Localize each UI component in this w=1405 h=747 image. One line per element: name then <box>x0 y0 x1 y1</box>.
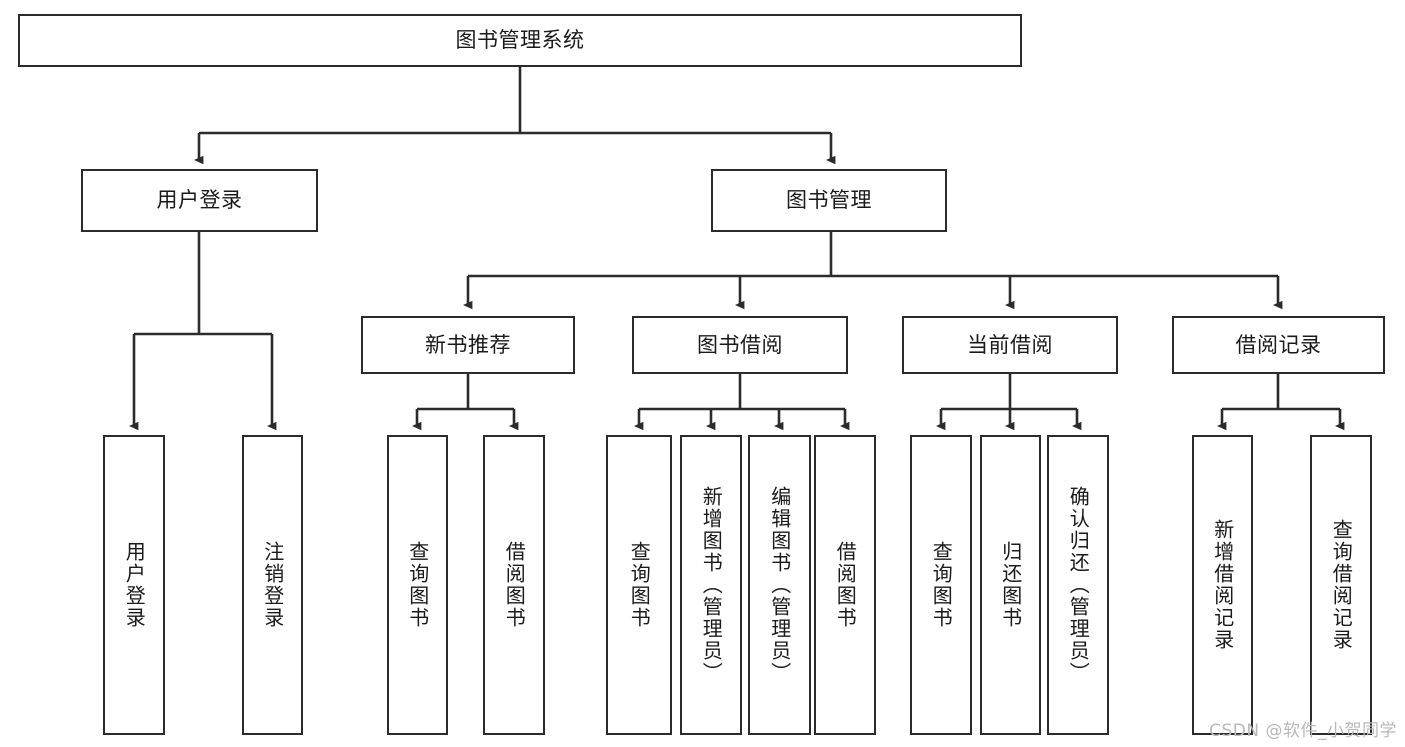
watermark-text: CSDN @软件_小贺同学 <box>1209 721 1397 741</box>
node-book-borrow[interactable]: 图书借阅 <box>632 316 848 374</box>
leaf-add-book[interactable]: 新增图书（管理员） <box>680 435 742 735</box>
node-current-borrow[interactable]: 当前借阅 <box>902 316 1118 374</box>
leaf-query-record[interactable]: 查询借阅记录 <box>1310 435 1372 735</box>
leaf-query-book-1-label: 查询图书 <box>405 541 430 629</box>
leaf-return-book-label: 归还图书 <box>998 541 1023 629</box>
leaf-user-login-label: 用户登录 <box>122 541 147 629</box>
leaf-confirm-return-label: 确认归还（管理员） <box>1066 486 1091 684</box>
node-book-management[interactable]: 图书管理 <box>711 169 947 232</box>
node-current-borrow-label: 当前借阅 <box>967 332 1053 357</box>
leaf-return-book[interactable]: 归还图书 <box>980 435 1041 735</box>
leaf-add-record-label: 新增借阅记录 <box>1210 519 1235 651</box>
node-user-login[interactable]: 用户登录 <box>81 169 318 232</box>
node-root[interactable]: 图书管理系统 <box>18 14 1022 67</box>
leaf-user-login[interactable]: 用户登录 <box>103 435 165 735</box>
leaf-logout-login[interactable]: 注销登录 <box>242 435 303 735</box>
leaf-borrow-book-1-label: 借阅图书 <box>502 541 527 629</box>
node-book-borrow-label: 图书借阅 <box>697 332 783 357</box>
node-new-book-recommend[interactable]: 新书推荐 <box>361 316 575 374</box>
leaf-query-record-label: 查询借阅记录 <box>1329 519 1354 651</box>
node-borrow-record[interactable]: 借阅记录 <box>1172 316 1385 374</box>
leaf-edit-book[interactable]: 编辑图书（管理员） <box>748 435 811 735</box>
leaf-query-book-3-label: 查询图书 <box>929 541 954 629</box>
node-book-management-label: 图书管理 <box>786 188 872 213</box>
leaf-add-book-label: 新增图书（管理员） <box>699 486 724 684</box>
leaf-borrow-book-1[interactable]: 借阅图书 <box>483 435 545 735</box>
node-root-label: 图书管理系统 <box>455 28 585 53</box>
node-borrow-record-label: 借阅记录 <box>1235 332 1322 357</box>
node-user-login-label: 用户登录 <box>156 188 243 213</box>
leaf-borrow-book-2[interactable]: 借阅图书 <box>814 435 876 735</box>
leaf-query-book-2[interactable]: 查询图书 <box>606 435 672 735</box>
leaf-query-book-2-label: 查询图书 <box>627 541 652 629</box>
leaf-borrow-book-2-label: 借阅图书 <box>833 541 858 629</box>
leaf-confirm-return[interactable]: 确认归还（管理员） <box>1047 435 1109 735</box>
leaf-query-book-3[interactable]: 查询图书 <box>910 435 972 735</box>
node-new-book-recommend-label: 新书推荐 <box>425 332 511 357</box>
leaf-logout-login-label: 注销登录 <box>260 541 285 629</box>
leaf-query-book-1[interactable]: 查询图书 <box>387 435 448 735</box>
leaf-add-record[interactable]: 新增借阅记录 <box>1192 435 1253 735</box>
leaf-edit-book-label: 编辑图书（管理员） <box>767 486 792 684</box>
